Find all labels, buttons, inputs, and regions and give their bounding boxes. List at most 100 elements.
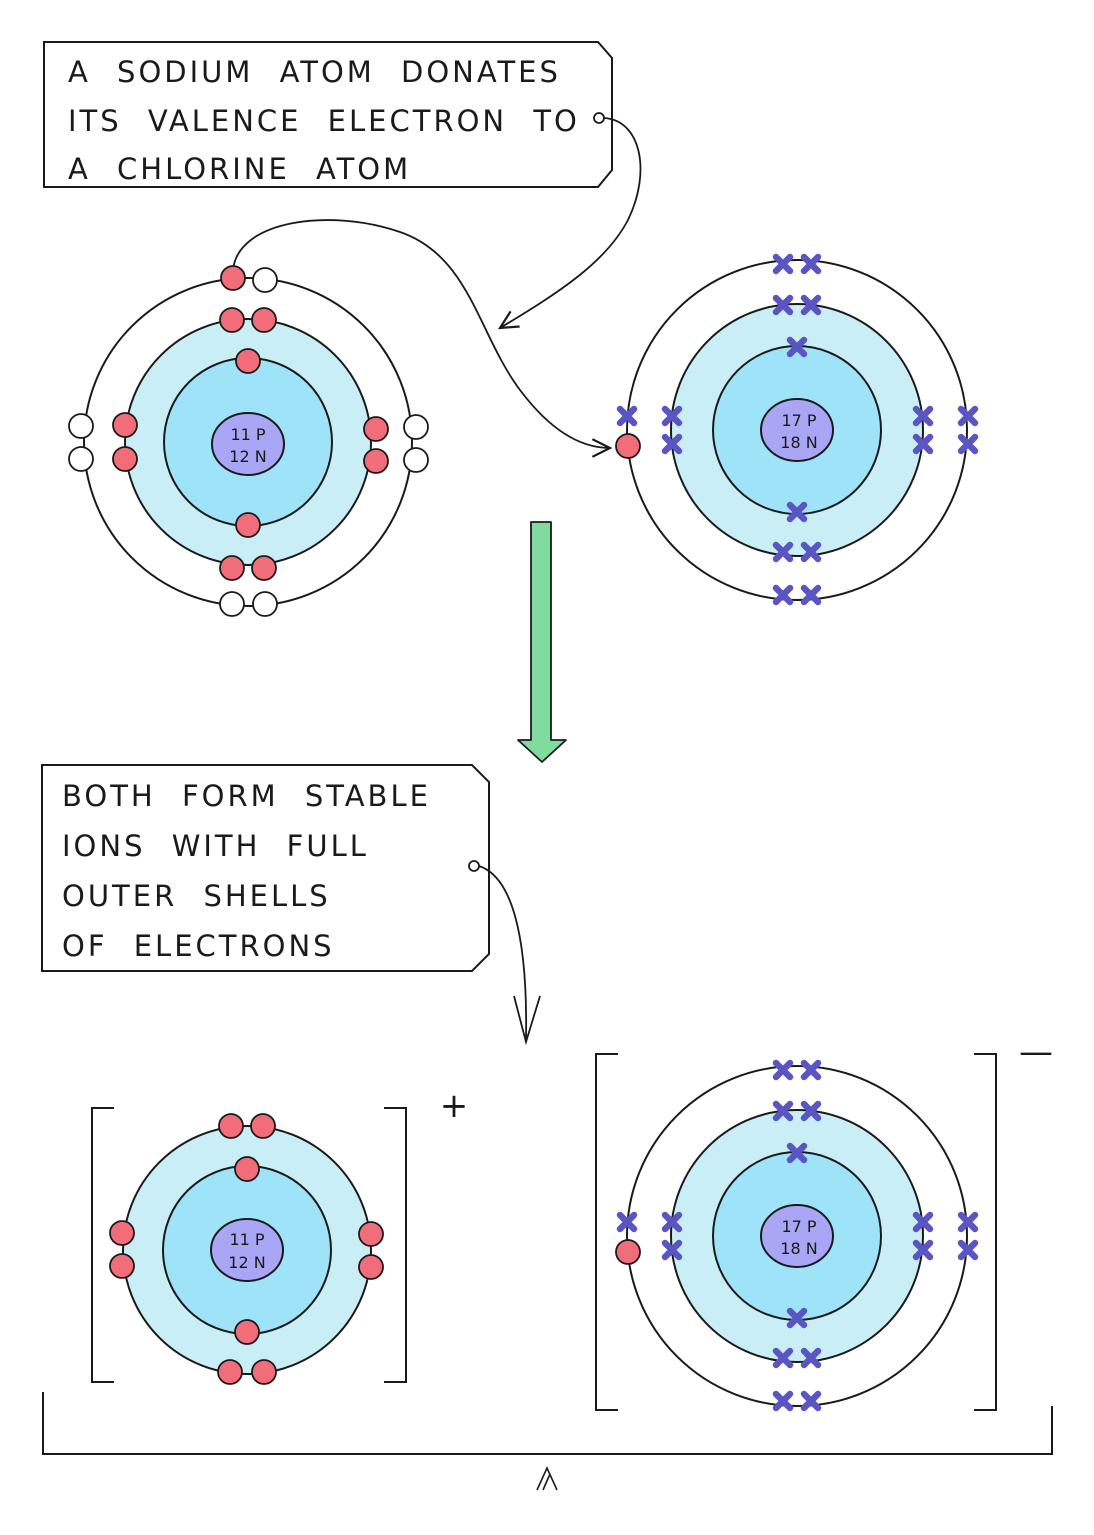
blue-cross-electron-icon <box>786 1307 808 1329</box>
red-dot-electron-icon <box>112 412 138 438</box>
bottom-label-line-3: OUTER SHELLS <box>62 879 331 913</box>
blue-cross-electron-icon <box>800 1347 822 1369</box>
white-dot-empty-position-icon <box>219 591 245 617</box>
blue-cross-electron-icon <box>957 1239 979 1261</box>
top-label-line-1: A SODIUM ATOM DONATES <box>68 55 561 89</box>
blue-cross-electron-icon <box>772 1059 794 1081</box>
blue-cross-electron-icon <box>800 541 822 563</box>
blue-cross-electron-icon <box>957 405 979 427</box>
blue-cross-electron-icon <box>661 1211 683 1233</box>
bottom-label: BOTH FORM STABLE IONS WITH FULL OUTER SH… <box>41 764 490 972</box>
blue-cross-electron-icon <box>772 584 794 606</box>
red-dot-electron-icon <box>109 1253 135 1279</box>
top-label-connector <box>500 117 642 328</box>
red-dot-electron-icon <box>218 1113 244 1139</box>
red-dot-electron-icon <box>358 1221 384 1247</box>
blue-cross-electron-icon <box>786 336 808 358</box>
blue-cross-electron-icon <box>661 1239 683 1261</box>
white-dot-empty-position-icon <box>403 414 429 440</box>
red-dot-electron-icon <box>219 307 245 333</box>
blue-cross-electron-icon <box>661 433 683 455</box>
chloride-ion-electrons <box>615 1059 979 1412</box>
sodium-neutrons: 12 N <box>229 447 266 466</box>
blue-cross-electron-icon <box>786 1142 808 1164</box>
sodium-electrons <box>68 265 429 617</box>
blue-cross-electron-icon <box>912 1211 934 1233</box>
sodium-protons: 11 P <box>230 425 265 444</box>
blue-cross-electron-icon <box>800 253 822 275</box>
blue-cross-electron-icon <box>772 541 794 563</box>
chlorine-atom: 17 P 18 N <box>615 253 979 606</box>
red-dot-electron-icon <box>235 512 261 538</box>
chlorine-electrons <box>615 253 979 606</box>
red-dot-electron-icon <box>217 1359 243 1385</box>
blue-cross-electron-icon <box>912 433 934 455</box>
blue-cross-electron-icon <box>800 1100 822 1122</box>
chloride-ion-charge: — <box>1019 1032 1053 1072</box>
red-dot-electron-icon <box>251 307 277 333</box>
red-dot-electron-icon <box>250 1113 276 1139</box>
chlorine-protons: 17 P <box>781 411 816 430</box>
blue-cross-electron-icon <box>772 253 794 275</box>
blue-cross-electron-icon <box>772 1100 794 1122</box>
top-label: A SODIUM ATOM DONATES ITS VALENCE ELECTR… <box>43 41 613 188</box>
red-dot-electron-icon <box>615 1239 641 1265</box>
bottom-connector-head <box>513 995 541 1046</box>
red-dot-electron-icon <box>234 1156 260 1182</box>
blue-cross-electron-icon <box>616 1211 638 1233</box>
bottom-label-line-1: BOTH FORM STABLE <box>62 779 431 813</box>
sodium-atom: 11 P 12 N <box>68 265 429 617</box>
blue-cross-electron-icon <box>772 1347 794 1369</box>
blue-cross-electron-icon <box>957 433 979 455</box>
chloride-ion-neutrons: 18 N <box>780 1239 817 1258</box>
red-dot-electron-icon <box>109 1220 135 1246</box>
red-dot-electron-icon <box>235 348 261 374</box>
sodium-ion-nucleus <box>210 1218 284 1282</box>
blue-cross-electron-icon <box>786 501 808 523</box>
top-label-line-2: ITS VALENCE ELECTRON TO <box>68 104 580 138</box>
red-dot-electron-icon <box>363 416 389 442</box>
chloride-ion-nucleus <box>760 1204 834 1268</box>
red-dot-electron-icon <box>615 433 641 459</box>
blue-cross-electron-icon <box>912 1239 934 1261</box>
bottom-label-connector <box>478 865 528 1041</box>
sodium-nucleus <box>211 412 285 476</box>
sodium-ion: + 11 P 12 N <box>91 1086 469 1385</box>
red-dot-electron-icon <box>234 1319 260 1345</box>
sodium-ion-electrons <box>109 1113 384 1385</box>
white-dot-empty-position-icon <box>68 413 94 439</box>
blue-cross-electron-icon <box>800 1390 822 1412</box>
chlorine-neutrons: 18 N <box>780 433 817 452</box>
blue-cross-electron-icon <box>957 1211 979 1233</box>
blue-cross-electron-icon <box>800 294 822 316</box>
chloride-ion: — 17 P 18 N <box>595 1032 1053 1412</box>
red-dot-electron-icon <box>251 1359 277 1385</box>
sodium-ion-protons: 11 P <box>229 1230 264 1249</box>
bottom-label-line-4: OF ELECTRONS <box>62 929 335 963</box>
blue-cross-electron-icon <box>616 405 638 427</box>
bottom-bracket-caret <box>536 1466 558 1491</box>
blue-cross-electron-icon <box>800 1059 822 1081</box>
blue-cross-electron-icon <box>912 405 934 427</box>
electron-transfer-arrow <box>232 219 610 448</box>
white-dot-empty-position-icon <box>252 591 278 617</box>
bottom-bracket <box>42 1392 1053 1455</box>
blue-cross-electron-icon <box>772 1390 794 1412</box>
white-dot-empty-position-icon <box>403 447 429 473</box>
white-dot-empty-position-icon <box>252 267 278 293</box>
red-dot-electron-icon <box>220 265 246 291</box>
green-down-arrow-icon <box>517 521 567 763</box>
red-dot-electron-icon <box>219 555 245 581</box>
blue-cross-electron-icon <box>772 294 794 316</box>
blue-cross-electron-icon <box>661 405 683 427</box>
blue-cross-electron-icon <box>800 584 822 606</box>
sodium-ion-neutrons: 12 N <box>228 1253 265 1272</box>
chlorine-nucleus <box>760 398 834 462</box>
chloride-ion-protons: 17 P <box>781 1217 816 1236</box>
red-dot-electron-icon <box>251 555 277 581</box>
red-dot-electron-icon <box>363 448 389 474</box>
top-label-line-3: A CHLORINE ATOM <box>68 152 411 186</box>
bottom-label-line-2: IONS WITH FULL <box>62 829 369 863</box>
sodium-ion-charge: + <box>440 1086 469 1126</box>
